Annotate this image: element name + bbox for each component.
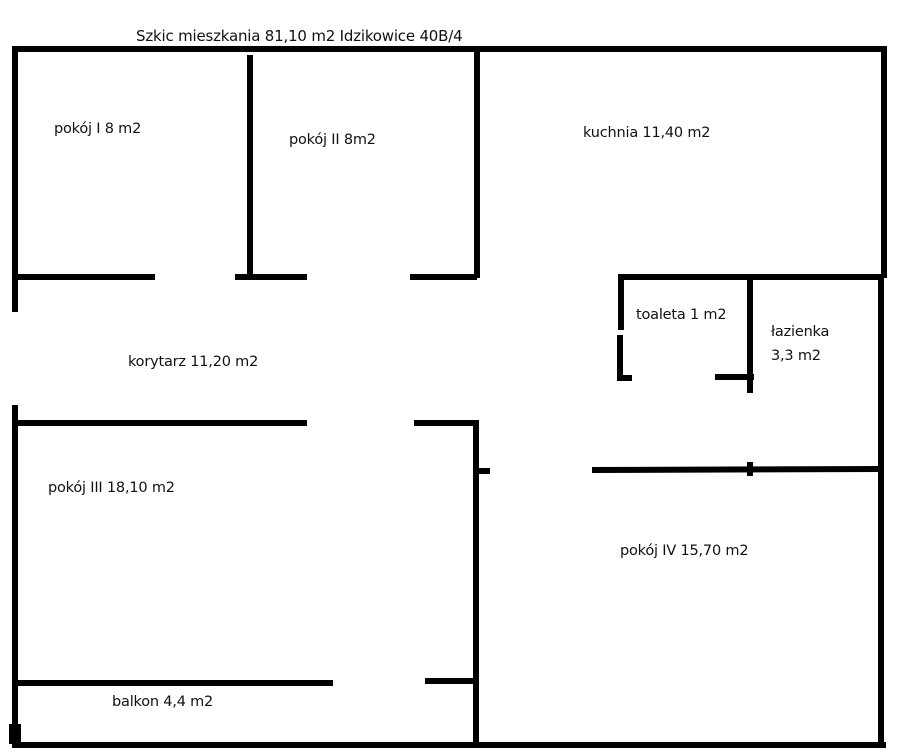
room-label-pokoj-2: pokój II 8m2 <box>289 132 376 148</box>
wall-lazienka-bottom <box>591 466 882 473</box>
room-label-pokoj-3: pokój III 18,10 m2 <box>48 480 175 496</box>
wall-corner-mark <box>9 724 21 744</box>
room-label-balkon: balkon 4,4 m2 <box>112 694 214 710</box>
room-label-pokoj-1: pokój I 8 m2 <box>54 121 142 137</box>
room-label-kuchnia: kuchnia 11,40 m2 <box>583 125 711 141</box>
room-label-korytarz: korytarz 11,20 m2 <box>128 354 259 370</box>
walls <box>9 46 887 748</box>
room-label-lazienka: łazienka 3,3 m2 <box>771 324 830 364</box>
room-label-pokoj-4: pokój IV 15,70 m2 <box>620 543 749 559</box>
plan-title: Szkic mieszkania 81,10 m2 Idzikowice 40B… <box>136 27 463 45</box>
room-label-toaleta: toaleta 1 m2 <box>636 307 727 323</box>
